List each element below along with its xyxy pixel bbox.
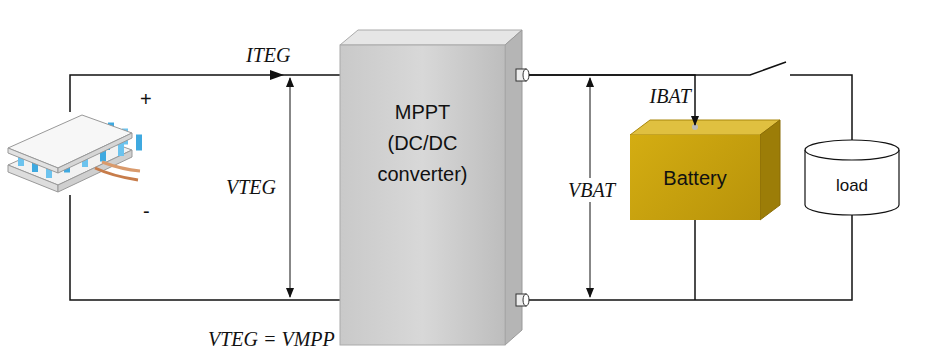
- return-wires: [528, 215, 852, 300]
- mpp-condition: VTEG = VMPP: [208, 328, 335, 350]
- converter-top: [340, 30, 522, 45]
- output-terminal: [516, 69, 529, 306]
- voltage-arrow: [290, 78, 291, 297]
- voltage-label: VBAT: [566, 178, 617, 202]
- current-label: ITEG: [246, 44, 290, 66]
- load-box: load: [805, 160, 899, 212]
- battery-side: [760, 120, 780, 220]
- teg-wires: [70, 75, 340, 300]
- current-arrow: [270, 70, 284, 80]
- wire-connector: [529, 75, 695, 125]
- battery-top: [630, 120, 780, 135]
- converter-front: [340, 45, 505, 345]
- polarity-sign: +: [140, 88, 152, 110]
- battery-box: Battery: [630, 135, 760, 220]
- load-cylinder: [805, 140, 899, 215]
- voltage-label: VTEG: [226, 176, 276, 198]
- converter-box: MPPT (DC/DC converter): [340, 45, 505, 345]
- teg-pellet: [136, 135, 142, 151]
- polarity-sign: -: [143, 200, 150, 222]
- node-text: load: [836, 176, 868, 196]
- node-text: MPPT (DC/DC converter): [368, 97, 478, 190]
- node-text: Battery: [663, 166, 726, 190]
- wire-connector: [529, 62, 852, 140]
- teg-module: [8, 115, 142, 192]
- current-label: IBAT: [650, 85, 691, 107]
